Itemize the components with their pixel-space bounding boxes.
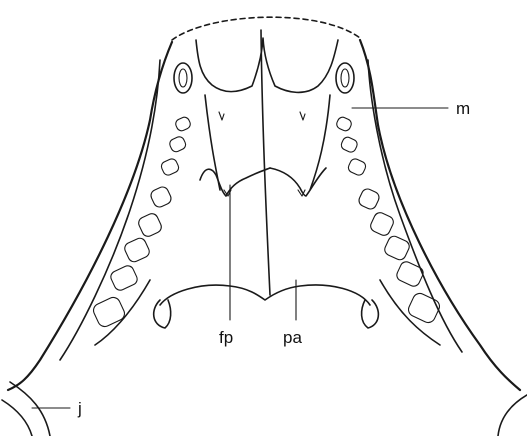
left-tooth-5: [137, 212, 164, 239]
right-tooth-2: [340, 136, 359, 154]
right-tooth-4: [357, 187, 381, 211]
label-m: m: [456, 99, 470, 118]
right-tooth-7: [395, 260, 425, 288]
right-tooth-8: [406, 291, 442, 325]
left-palatine-ridge: [205, 95, 220, 190]
right-naris: [336, 63, 354, 93]
premaxilla-outline: [196, 38, 338, 92]
skull-roof-dashed-outline: [172, 17, 360, 40]
left-tooth-6: [123, 236, 151, 263]
outer-skull-outline: [8, 40, 520, 390]
left-tooth-3: [160, 157, 180, 176]
left-vacuity-notch: [200, 168, 270, 196]
left-tooth-2: [168, 135, 187, 153]
right-tooth-5: [369, 211, 396, 238]
label-fp: fp: [219, 328, 233, 347]
right-tooth-6: [383, 234, 411, 261]
right-tooth-1: [335, 116, 353, 133]
right-maxilla-inner-edge: [368, 60, 462, 352]
posterior-palate-margin: [160, 285, 370, 305]
right-jugal-arc: [498, 395, 527, 436]
left-tooth-row: [91, 116, 192, 329]
left-maxilla-inner-edge: [60, 60, 160, 360]
left-tooth-4: [149, 185, 173, 209]
left-jugal-arc-outer: [2, 400, 32, 436]
right-foramen-mark: [300, 112, 305, 120]
left-tooth-7: [109, 264, 139, 292]
right-naris-inner: [341, 69, 349, 87]
left-jugal-arc: [10, 382, 50, 436]
left-tooth-1: [174, 116, 192, 133]
right-palate-side: [380, 280, 440, 345]
left-tooth-8: [91, 295, 127, 329]
right-vacuity-notch: [270, 168, 326, 196]
left-naris-inner: [179, 69, 187, 87]
label-pa: pa: [283, 328, 302, 347]
left-naris: [174, 63, 192, 93]
left-pterygoid-flange: [154, 300, 171, 328]
right-tooth-3: [347, 157, 367, 176]
label-j: j: [77, 399, 82, 418]
left-foramen-mark: [219, 112, 224, 120]
